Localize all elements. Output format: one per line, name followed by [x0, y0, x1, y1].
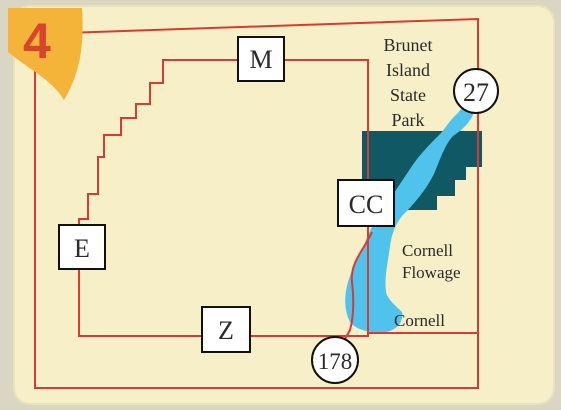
- flowage-label-line2: Flowage: [402, 263, 461, 282]
- cornell-flowage-water: [345, 107, 474, 333]
- route-shield-z: Z: [201, 306, 251, 353]
- route-shield-cc-label: CC: [349, 190, 384, 219]
- highway-shield-27: 27: [453, 68, 499, 114]
- flowage-label: Cornell Flowage: [402, 241, 461, 282]
- flowage-label-line1: Cornell: [402, 241, 453, 260]
- map-number-badge: 4: [8, 8, 83, 100]
- highway-shield-178-label: 178: [318, 349, 353, 374]
- highway-shield-27-label: 27: [463, 78, 489, 107]
- badge-number: 4: [23, 13, 51, 69]
- route-shield-m: M: [237, 36, 285, 82]
- park-label-line3: State: [390, 85, 426, 105]
- map-background: [13, 5, 555, 405]
- route-shield-m-label: M: [249, 45, 272, 74]
- inner-route-loop: [78, 59, 369, 337]
- route-shield-z-label: Z: [218, 316, 234, 345]
- park-label: Brunet Island State Park: [384, 35, 433, 130]
- park-label-line2: Island: [386, 60, 430, 80]
- park-label-line1: Brunet: [384, 35, 433, 55]
- park-label-line4: Park: [392, 110, 425, 130]
- route-shield-cc: CC: [337, 179, 395, 227]
- outer-route-loop: [34, 17, 479, 389]
- town-label-cornell: Cornell: [394, 311, 445, 330]
- route-shield-e-label: E: [74, 234, 90, 263]
- flowage-road: [339, 231, 373, 349]
- highway-shield-178: 178: [311, 336, 359, 384]
- route-shield-e: E: [58, 224, 106, 270]
- badge-pin-icon: [8, 8, 83, 100]
